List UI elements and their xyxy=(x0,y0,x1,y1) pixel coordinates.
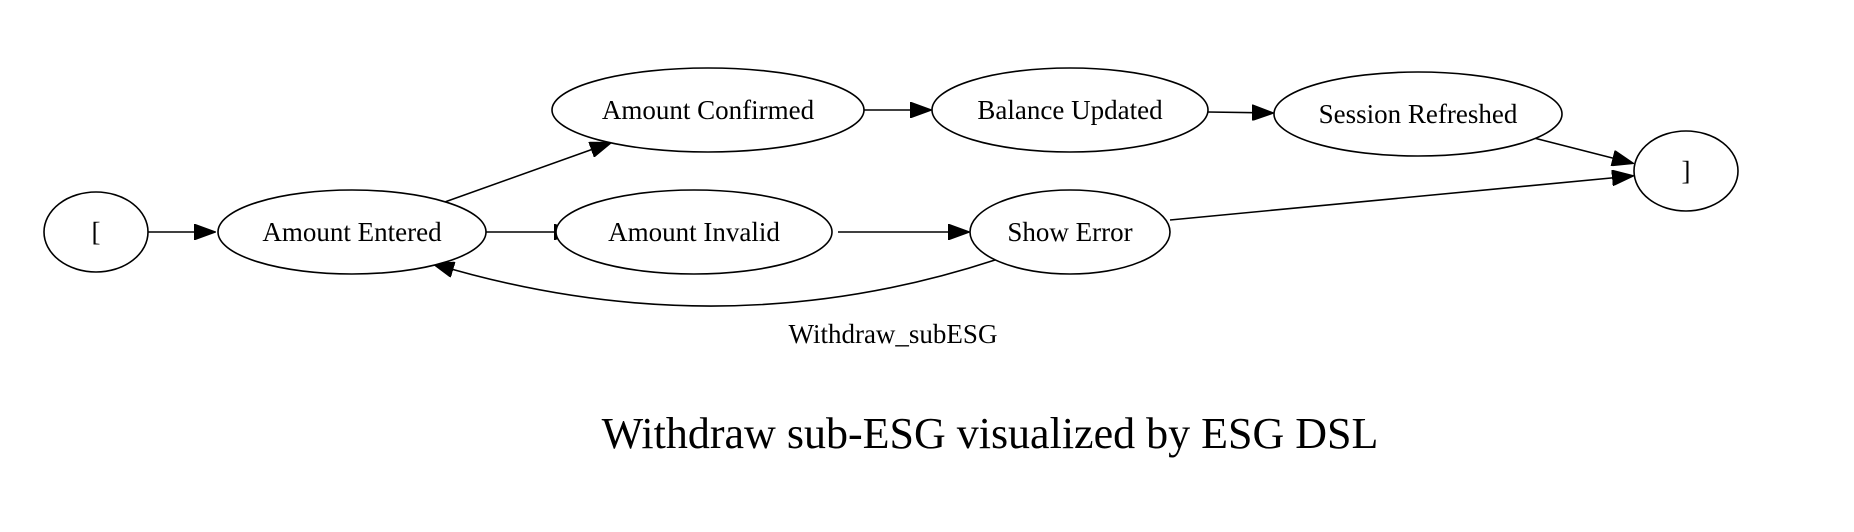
node-start-label: [ xyxy=(92,217,101,247)
edge-balance-updated-to-session-refreshed xyxy=(1207,112,1272,113)
edge-amount-entered-to-amount-confirmed xyxy=(441,143,610,204)
figure-caption: Withdraw sub-ESG visualized by ESG DSL xyxy=(602,409,1379,458)
node-balance-updated: Balance Updated xyxy=(931,67,1209,153)
node-session-refreshed-label: Session Refreshed xyxy=(1319,99,1518,129)
edges xyxy=(146,110,1632,307)
node-amount-entered: Amount Entered xyxy=(217,189,487,275)
node-start: [ xyxy=(43,191,149,273)
node-show-error-label: Show Error xyxy=(1007,217,1132,247)
node-show-error: Show Error xyxy=(969,189,1171,275)
edge-session-refreshed-to-end xyxy=(1533,137,1632,163)
node-end-label: ] xyxy=(1682,156,1691,186)
node-session-refreshed: Session Refreshed xyxy=(1273,71,1563,157)
node-amount-confirmed: Amount Confirmed xyxy=(551,67,865,153)
node-balance-updated-label: Balance Updated xyxy=(977,95,1163,125)
node-amount-confirmed-label: Amount Confirmed xyxy=(602,95,815,125)
edge-show-error-to-amount-entered xyxy=(434,259,996,307)
graph-label: Withdraw_subESG xyxy=(789,319,998,349)
node-amount-invalid: Amount Invalid xyxy=(555,189,833,275)
edge-show-error-to-end xyxy=(1169,176,1632,221)
node-amount-invalid-label: Amount Invalid xyxy=(608,217,780,247)
node-end: ] xyxy=(1633,130,1739,212)
node-amount-entered-label: Amount Entered xyxy=(262,217,442,247)
